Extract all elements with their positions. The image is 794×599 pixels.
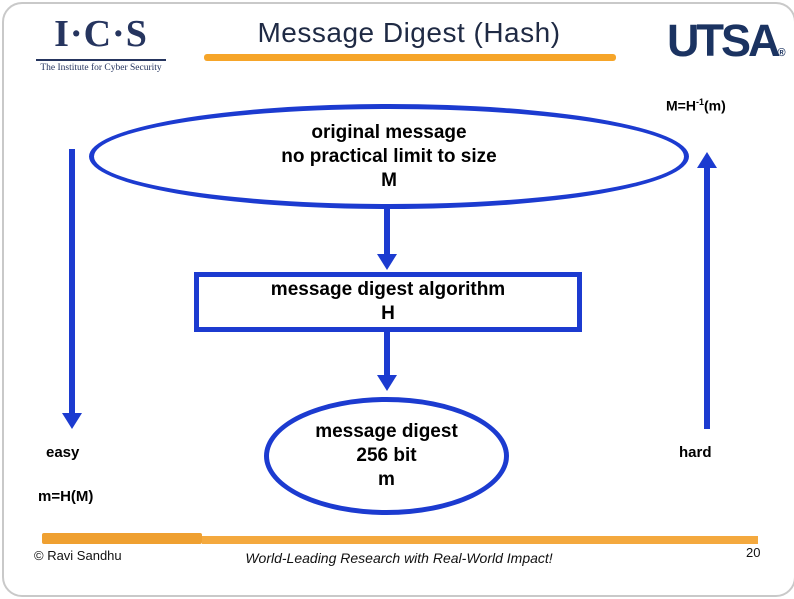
inverse-hash-formula-arg: (m) <box>703 97 726 114</box>
ics-logo-subtitle: The Institute for Cyber Security <box>40 63 162 73</box>
ics-logo-rule <box>36 59 166 61</box>
hard-direction-arrow-line <box>704 167 710 429</box>
original-message-ellipse: original message no practical limit to s… <box>89 104 689 209</box>
ics-logo: I·C·S The Institute for Cyber Security <box>34 10 168 74</box>
inverse-hash-formula-base: M=H <box>666 97 696 114</box>
easy-direction-arrow-head-icon <box>62 413 82 429</box>
footer-tagline: World-Leading Research with Real-World I… <box>245 550 553 566</box>
arrow-ellipse-to-box-head-icon <box>377 254 397 270</box>
inverse-hash-formula-exponent: -1 <box>695 97 704 107</box>
footer-accent-bar-right <box>202 536 758 544</box>
hard-direction-arrow-head-icon <box>697 152 717 168</box>
message-digest-line1: message digest <box>315 421 458 442</box>
hash-formula: m=H(M) <box>38 488 94 505</box>
digest-algorithm-box: message digest algorithm H <box>194 272 582 332</box>
message-digest-line2: 256 bit <box>356 445 417 466</box>
arrow-ellipse-to-box-line <box>384 208 390 255</box>
utsa-wordmark: UTSA <box>667 15 780 66</box>
utsa-logo: UTSA® <box>667 16 786 78</box>
ics-logo-acronym: I·C·S <box>54 13 148 55</box>
title-underline <box>204 54 616 61</box>
original-message-line3: M <box>381 169 397 191</box>
hard-label: hard <box>679 444 712 461</box>
utsa-registered-mark: ® <box>777 47 786 59</box>
message-digest-line3: m <box>378 469 395 490</box>
digest-algorithm-line1: message digest algorithm <box>270 279 506 300</box>
footer-copyright: © Ravi Sandhu <box>34 548 122 563</box>
digest-algorithm-line2: H <box>381 303 395 324</box>
message-digest-ellipse: message digest 256 bit m <box>264 397 509 515</box>
easy-direction-arrow-line <box>69 149 75 414</box>
page-title: Message Digest (Hash) <box>257 17 561 48</box>
page-number: 20 <box>746 545 761 560</box>
arrow-box-to-digest-line <box>384 330 390 376</box>
inverse-hash-formula: M=H-1(m) <box>666 97 726 114</box>
easy-label: easy <box>46 444 80 461</box>
original-message-line2: no practical limit to size <box>281 145 497 167</box>
arrow-box-to-digest-head-icon <box>377 375 397 391</box>
original-message-line1: original message <box>311 121 467 143</box>
footer-accent-bar-left <box>42 533 202 544</box>
